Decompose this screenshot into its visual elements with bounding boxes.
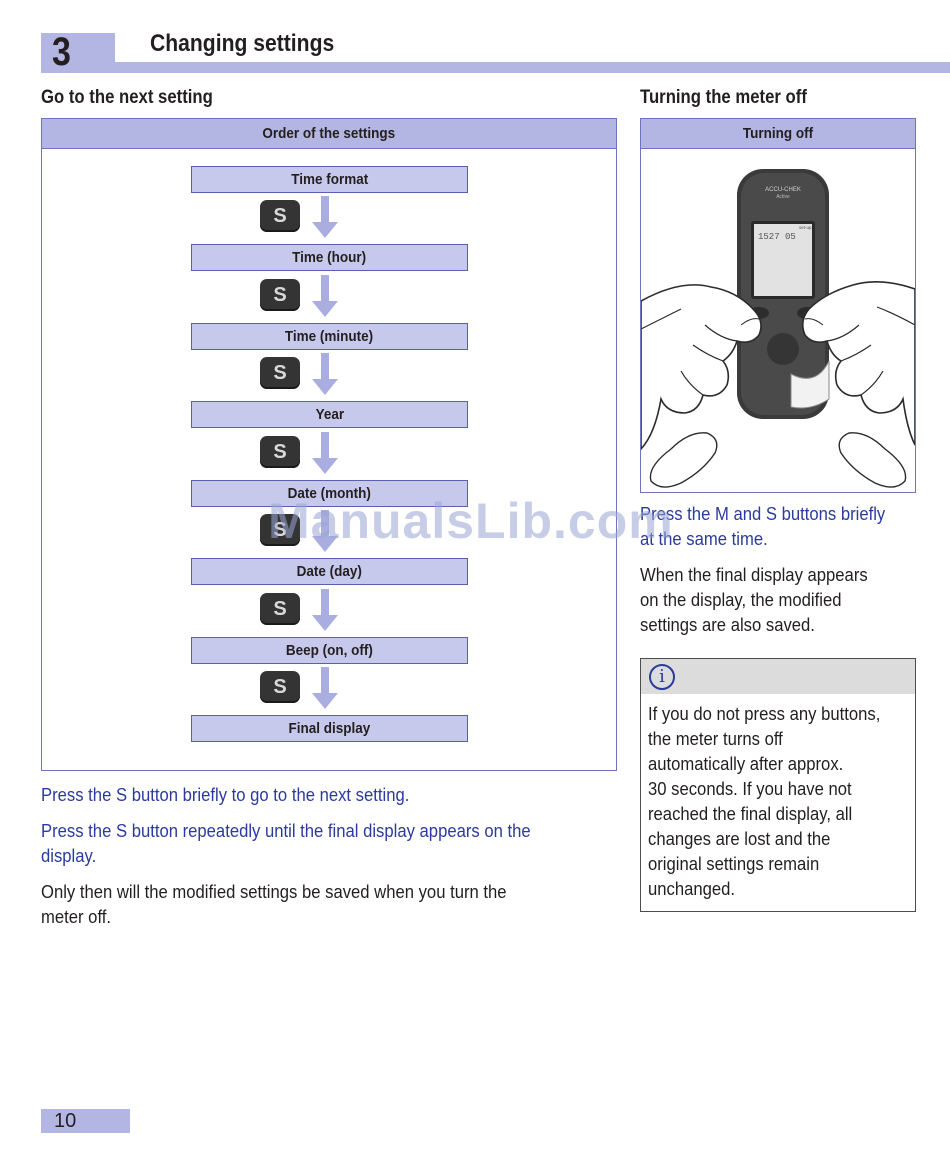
turning-off-panel-title: Turning off — [641, 119, 915, 149]
down-arrow-icon — [312, 432, 338, 474]
page-number: 10 — [54, 1110, 77, 1132]
instruction-press-s-repeatedly-line1: Press the S button repeatedly until the … — [41, 820, 531, 841]
chapter-number: 3 — [52, 30, 71, 74]
page-number-box — [41, 1109, 130, 1133]
meter-screen-text: 1527 05 — [758, 232, 796, 242]
down-arrow-icon — [312, 510, 338, 552]
s-button-icon: S — [260, 200, 300, 232]
watermark: ManualsLib.com — [268, 493, 674, 549]
chapter-number-box — [41, 33, 115, 73]
instruction-press-s-briefly: Press the S button briefly to go to the … — [41, 784, 410, 805]
meter-brand-text: ACCU-CHEK — [765, 187, 801, 193]
down-arrow-icon — [312, 667, 338, 709]
final-display-note-line2: on the display, the modified — [640, 589, 842, 610]
info-line: original settings remain — [648, 853, 820, 874]
settings-order-panel-title: Order of the settings — [42, 119, 616, 149]
final-display-note-line1: When the final display appears — [640, 564, 868, 585]
down-arrow-icon — [312, 196, 338, 238]
final-display-note-line3: settings are also saved. — [640, 614, 815, 635]
down-arrow-icon — [312, 353, 338, 395]
s-button-icon: S — [260, 436, 300, 468]
step-beep: Beep (on, off) — [191, 637, 468, 664]
info-line: If you do not press any buttons, — [648, 703, 881, 724]
step-final-display: Final display — [191, 715, 468, 742]
s-button-icon: S — [260, 671, 300, 703]
step-time-hour: Time (hour) — [191, 244, 468, 271]
step-year: Year — [191, 401, 468, 428]
info-line: changes are lost and the — [648, 828, 831, 849]
chapter-header-bar — [115, 62, 950, 73]
info-box: i — [640, 658, 916, 912]
meter-model-text: Active — [776, 194, 790, 200]
s-button-icon: S — [260, 357, 300, 389]
step-time-format: Time format — [191, 166, 468, 193]
down-arrow-icon — [312, 589, 338, 631]
info-line: unchanged. — [648, 878, 736, 899]
save-note-line2: meter off. — [41, 906, 112, 927]
step-time-minute: Time (minute) — [191, 323, 468, 350]
info-line: the meter turns off — [648, 728, 783, 749]
turning-off-panel: Turning off ACCU-CHEK Active 1527 05 set… — [640, 118, 916, 493]
instruction-press-m-and-s-line2: at the same time. — [640, 528, 768, 549]
instruction-press-m-and-s-line1: Press the M and S buttons briefly — [640, 503, 886, 524]
down-arrow-icon — [312, 275, 338, 317]
info-box-header: i — [641, 659, 915, 694]
step-date-month: Date (month) — [191, 480, 468, 507]
left-section-heading: Go to the next setting — [41, 87, 213, 108]
save-note-line1: Only then will the modified settings be … — [41, 881, 507, 902]
info-icon: i — [649, 664, 675, 690]
info-line: automatically after approx. — [648, 753, 844, 774]
instruction-press-s-repeatedly-line2: display. — [41, 845, 97, 866]
info-line: reached the final display, all — [648, 803, 853, 824]
s-button-icon: S — [260, 514, 300, 546]
s-button-icon: S — [260, 279, 300, 311]
meter-screen-tag: set-up — [799, 225, 812, 230]
chapter-title: Changing settings — [150, 30, 335, 57]
right-section-heading: Turning the meter off — [640, 87, 807, 108]
info-line: 30 seconds. If you have not — [648, 778, 852, 799]
meter-hands-illustration: ACCU-CHEK Active 1527 05 set-up — [641, 169, 915, 488]
s-button-icon: S — [260, 593, 300, 625]
step-date-day: Date (day) — [191, 558, 468, 585]
